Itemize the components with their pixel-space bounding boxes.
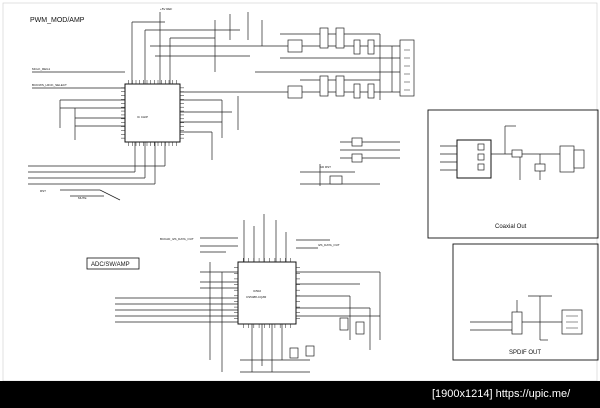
label-ad-rst: AD RST <box>320 165 331 169</box>
label-mute: MUTE <box>78 196 87 200</box>
regulator-block <box>300 137 400 186</box>
section-title-pwm: PWM_MOD/AMP <box>30 17 85 24</box>
pwm-wiring <box>28 12 265 201</box>
label-vcc: +5V REF <box>160 7 172 11</box>
adc-ic-label: CS5488-CQZR <box>246 295 267 299</box>
label-mclk: MCLK_REG1 <box>32 67 51 71</box>
adc-ic-ref: IC502 <box>253 289 261 293</box>
adc-wiring <box>115 214 381 373</box>
spdif-out-title: SPDIF OUT <box>509 350 541 356</box>
label-dac: I2S_DATA_OUT <box>318 243 340 247</box>
spdif-circuit <box>470 295 583 341</box>
label-lrck: BCK/WS_LRCK_SELECT <box>32 83 67 87</box>
adc-ic: IC502 CS5488-CQZR <box>234 258 300 328</box>
coaxial-out-box <box>427 109 599 239</box>
coaxial-circuit <box>440 125 585 180</box>
footer-watermark: [1900x1214] https://upic.me/ <box>432 388 571 400</box>
section-tag-adc <box>86 257 140 270</box>
main-ic-label: IC CHIP <box>137 115 148 119</box>
pwm-main-ic: IC CHIP <box>121 80 184 146</box>
label-i2s: BCKAD_I2S_DATA_OUT <box>160 237 194 241</box>
section-title-adc: ADC/SW/AMP <box>91 262 130 268</box>
coaxial-out-title: Coaxial Out <box>495 224 527 230</box>
label-rst: RST <box>40 189 46 193</box>
footer-band <box>0 381 600 403</box>
output-filter-stage <box>240 27 415 100</box>
spdif-out-box <box>452 243 599 361</box>
